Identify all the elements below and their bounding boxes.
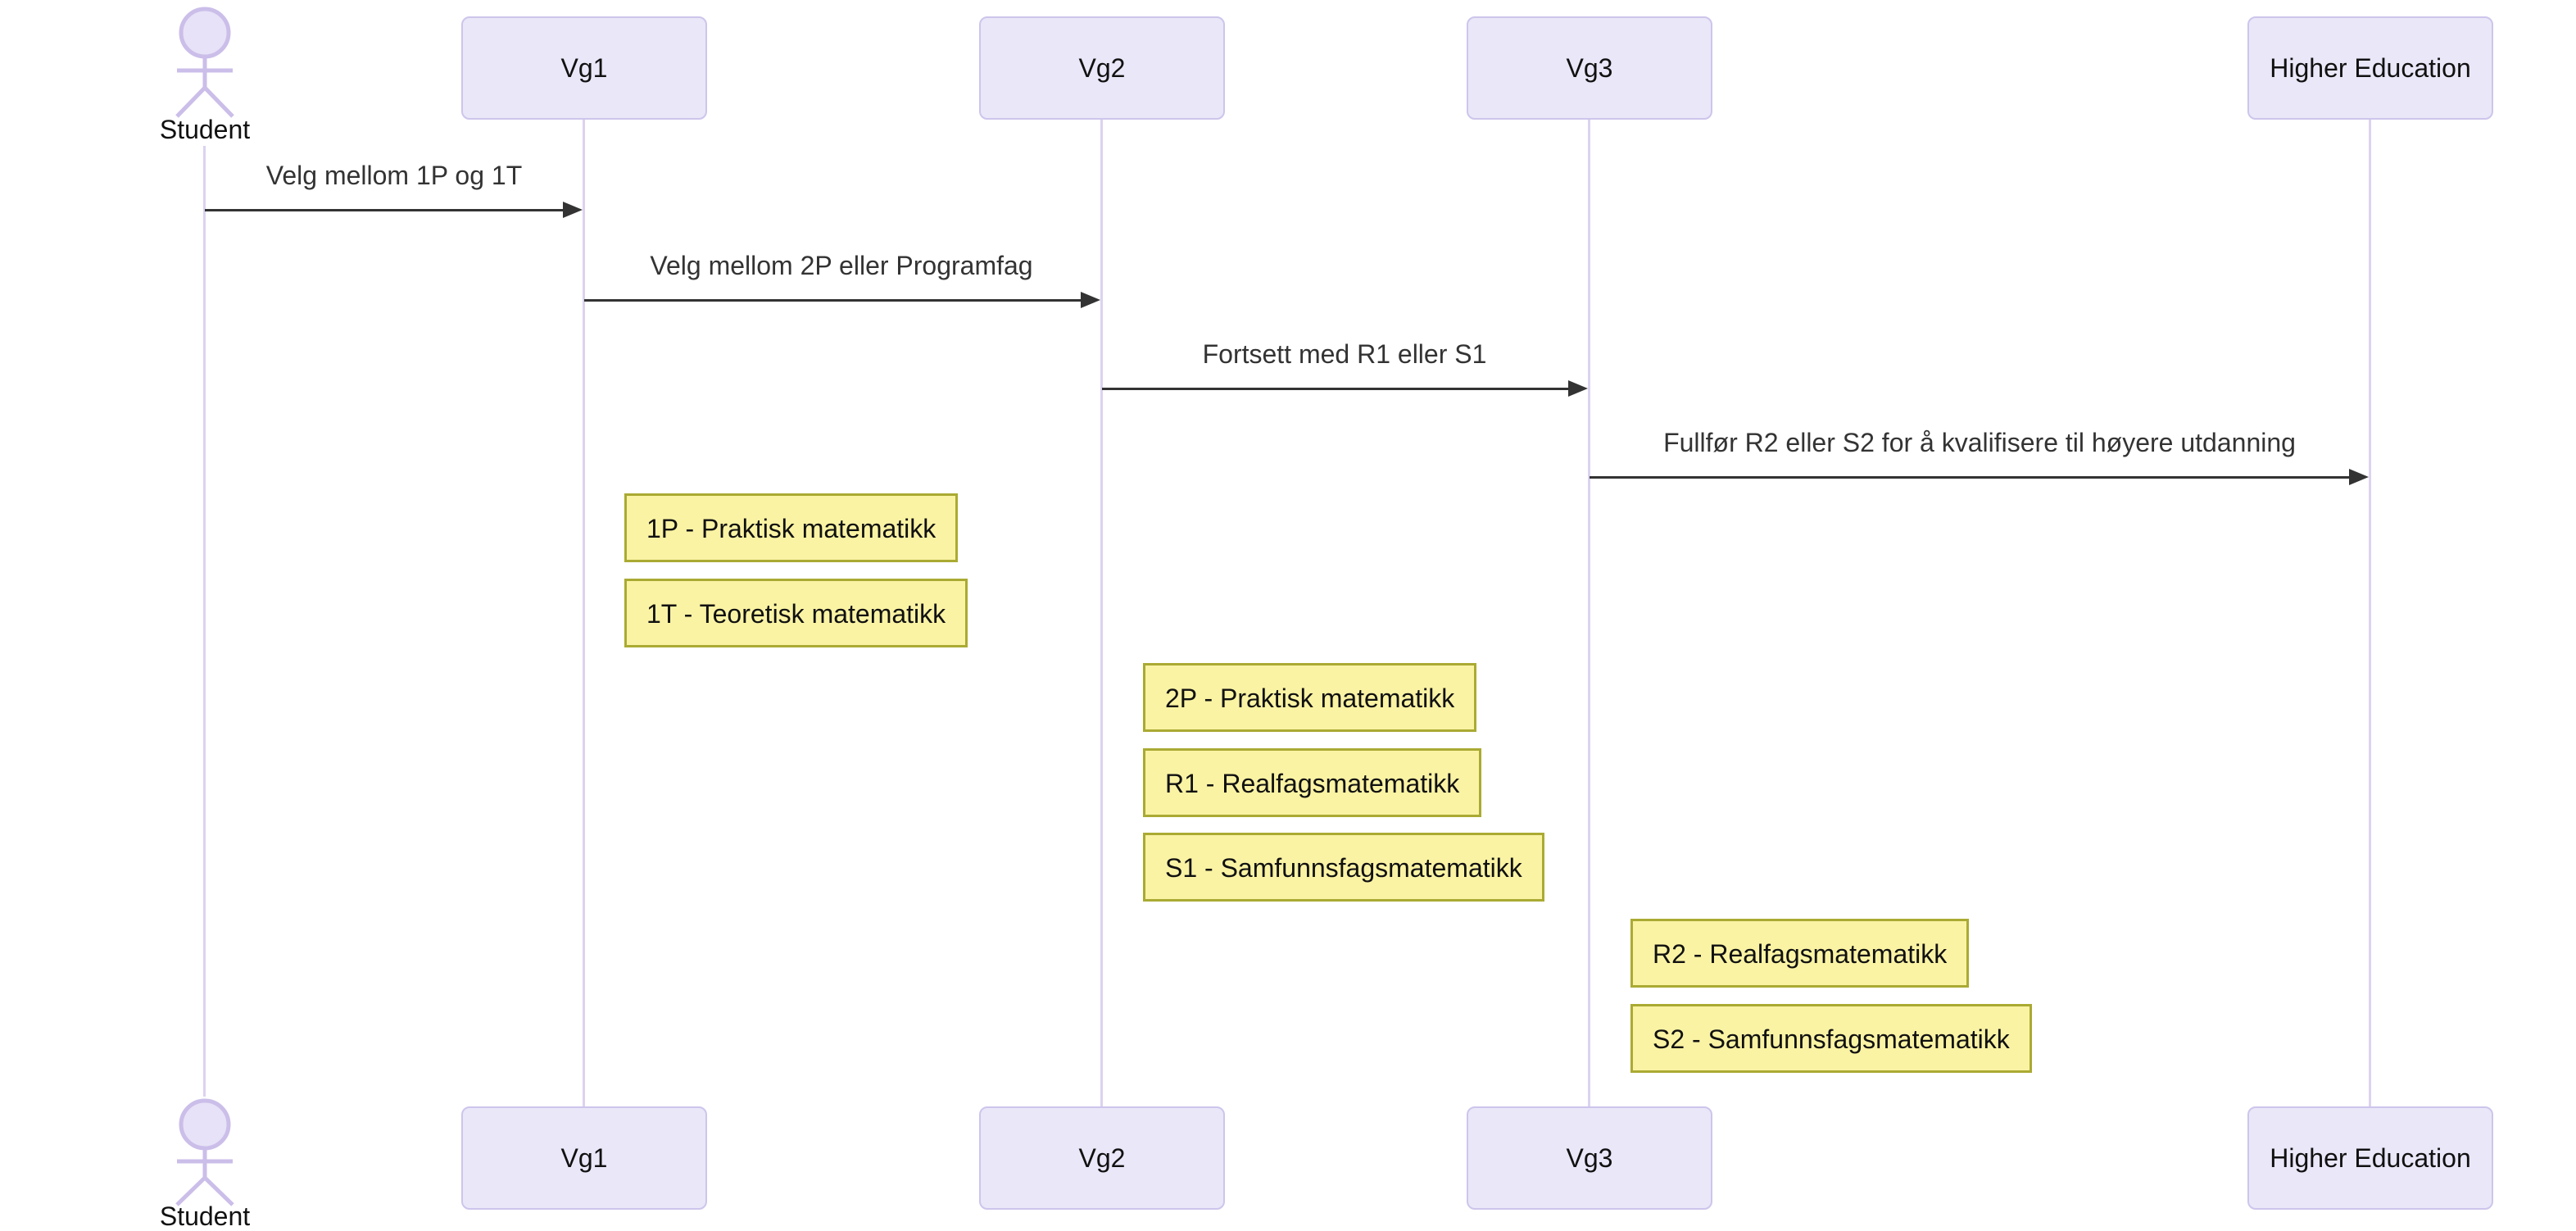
participant-box-vg2-top: Vg2 — [979, 16, 1225, 120]
participant-label-vg2-bottom: Vg2 — [1078, 1142, 1126, 1173]
lifeline-student — [203, 146, 206, 1097]
message-label-3: Fortsett med R1 eller S1 — [1202, 339, 1487, 369]
message-arrowhead-4 — [2349, 469, 2369, 485]
lifeline-higher-education — [2369, 120, 2371, 1106]
message-label-2: Velg mellom 2P eller Programfag — [650, 251, 1033, 280]
message-line-3 — [1102, 388, 1568, 390]
participant-label-vg1-bottom: Vg1 — [560, 1142, 608, 1173]
participant-box-higher-education-top: Higher Education — [2247, 16, 2493, 120]
message-line-4 — [1590, 476, 2349, 479]
actor-label-student-bottom: Student — [159, 1201, 251, 1231]
message-line-1 — [205, 209, 563, 211]
participant-label-vg3-bottom: Vg3 — [1566, 1142, 1613, 1173]
note-2p: 2P - Praktisk matematikk — [1143, 663, 1477, 732]
lifeline-vg3 — [1588, 120, 1590, 1106]
participant-box-higher-education-bottom: Higher Education — [2247, 1106, 2493, 1210]
participant-label-higher-education-top: Higher Education — [2270, 52, 2471, 83]
actor-label-student-top: Student — [159, 115, 251, 144]
participant-box-vg1-top: Vg1 — [461, 16, 707, 120]
participant-box-vg2-bottom: Vg2 — [979, 1106, 1225, 1210]
note-r1: R1 - Realfagsmatematikk — [1143, 748, 1482, 817]
message-line-2 — [584, 299, 1081, 302]
message-arrowhead-2 — [1081, 292, 1100, 308]
note-s1: S1 - Samfunnsfagsmatematikk — [1143, 833, 1544, 902]
actor-icon — [175, 1098, 234, 1206]
message-arrowhead-1 — [563, 202, 583, 218]
actor-icon — [175, 7, 234, 118]
note-1t: 1T - Teoretisk matematikk — [624, 579, 968, 647]
participant-label-vg2-top: Vg2 — [1078, 52, 1126, 83]
lifeline-vg2 — [1100, 120, 1103, 1106]
participant-label-higher-education-bottom: Higher Education — [2270, 1142, 2471, 1173]
message-label-1: Velg mellom 1P og 1T — [265, 161, 523, 190]
participant-box-vg1-bottom: Vg1 — [461, 1106, 707, 1210]
participant-box-vg3-top: Vg3 — [1467, 16, 1712, 120]
participant-label-vg3-top: Vg3 — [1566, 52, 1613, 83]
participant-label-vg1-top: Vg1 — [560, 52, 608, 83]
note-r2: R2 - Realfagsmatematikk — [1630, 919, 1970, 988]
note-1p: 1P - Praktisk matematikk — [624, 493, 959, 562]
lifeline-vg1 — [583, 120, 585, 1106]
participant-box-vg3-bottom: Vg3 — [1467, 1106, 1712, 1210]
note-s2: S2 - Samfunnsfagsmatematikk — [1630, 1004, 2032, 1073]
message-arrowhead-3 — [1568, 380, 1588, 397]
message-label-4: Fullfør R2 eller S2 for å kvalifisere ti… — [1663, 428, 2296, 457]
